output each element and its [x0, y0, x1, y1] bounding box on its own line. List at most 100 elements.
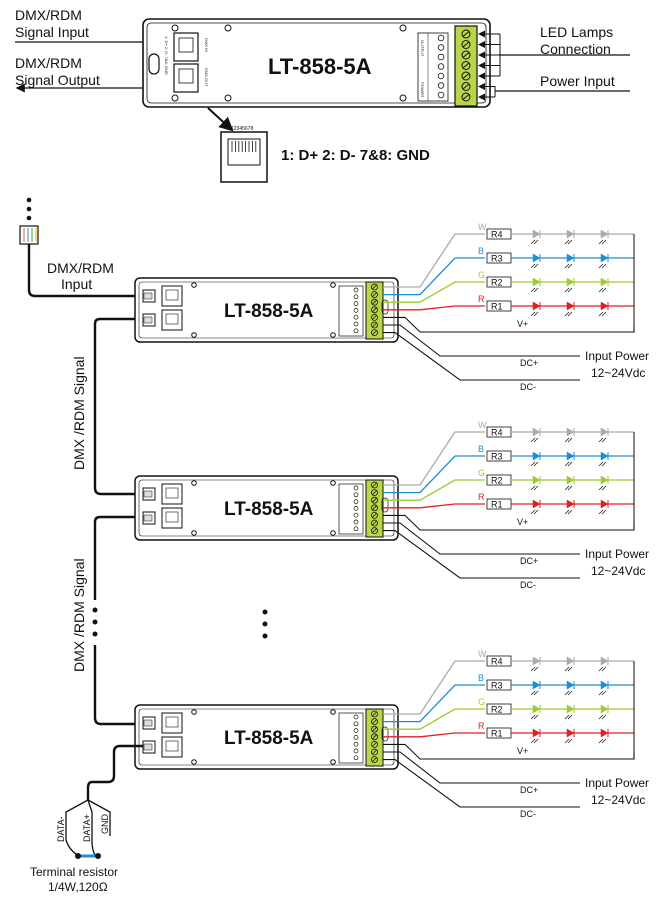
dmx-input-label-line1: DMX/RDM: [15, 7, 82, 23]
led: [532, 704, 541, 714]
led: [532, 229, 541, 239]
input-power-voltage: 12~24Vdc: [591, 366, 645, 380]
led: [532, 301, 541, 311]
vplus-label: V+: [517, 517, 528, 527]
rj45-port: [161, 285, 183, 307]
chain-label-2: DMX /RDM Signal: [71, 558, 87, 672]
channel-wire: [383, 708, 485, 730]
screw-hole: [399, 94, 407, 102]
resistor-label: R4: [491, 428, 503, 438]
resistor-label: R4: [491, 230, 503, 240]
dcminus-label: DC-: [520, 580, 536, 590]
dcplus-label: DC+: [520, 358, 538, 368]
channel-letter: G: [478, 270, 485, 280]
led: [532, 475, 541, 485]
channel-wire: [383, 233, 485, 288]
rj45-port-in: [173, 32, 199, 62]
screw-hole: [224, 94, 232, 102]
channel-letter: W: [478, 222, 487, 232]
channel-letter: W: [478, 420, 487, 430]
led-label-line2: Connection: [540, 41, 611, 57]
device-model-title: LT-858-5A: [268, 54, 372, 79]
rj45-port: [161, 736, 183, 758]
mounting-slot: [148, 53, 160, 75]
channel-wire: [383, 431, 485, 486]
led: [566, 451, 575, 461]
channel-letter: R: [478, 294, 485, 304]
channel-wire: [383, 479, 485, 501]
chain-label-1: DMX /RDM Signal: [71, 356, 87, 470]
dmx-in-label-line2: Input: [61, 276, 92, 292]
led: [532, 277, 541, 287]
channel-wire: [383, 732, 485, 738]
vplus-label: V+: [517, 746, 528, 756]
terminal-wire-label-data-minus: DATA-: [56, 816, 66, 842]
led: [566, 253, 575, 263]
led: [600, 427, 609, 437]
terminal-wire-label-gnd: GND: [100, 814, 110, 835]
led: [566, 704, 575, 714]
channel-letter: B: [478, 246, 484, 256]
port-out-text: DMX OUT: [204, 68, 209, 87]
svg-text:12345678: 12345678: [231, 126, 253, 132]
resistor-label: R1: [491, 302, 503, 312]
channel-letter: R: [478, 721, 485, 731]
device-body: [142, 18, 491, 108]
screw-hole: [224, 24, 232, 32]
led: [600, 499, 609, 509]
resistor-label: R2: [491, 705, 503, 715]
led: [600, 656, 609, 666]
rj45-connector-face: [220, 131, 268, 183]
channel-wire: [383, 281, 485, 303]
rj45-port: [161, 483, 183, 505]
screw-hole: [399, 24, 407, 32]
input-power-voltage: 12~24Vdc: [591, 793, 645, 807]
led: [566, 475, 575, 485]
dmx-input-connector: DMX/RDM Input: [19, 197, 143, 298]
led: [600, 728, 609, 738]
input-power-voltage: 12~24Vdc: [591, 564, 645, 578]
led: [566, 680, 575, 690]
terminal-wire-label-data-plus: DATA+: [82, 814, 92, 842]
dmx-input-label-line2: Signal Input: [15, 24, 89, 40]
channel-letter: W: [478, 649, 487, 659]
dcplus-label: DC+: [520, 785, 538, 795]
controller-model-title: LT-858-5A: [224, 728, 314, 749]
port-in-text: DMX IN: [204, 38, 209, 52]
led: [532, 451, 541, 461]
channel-wire: [383, 305, 485, 311]
power-input-label: Power Input: [540, 73, 615, 89]
channel-letter: G: [478, 697, 485, 707]
channel-letter: B: [478, 673, 484, 683]
led: [566, 277, 575, 287]
dcminus-label: DC-: [520, 382, 536, 392]
resistor-label: R4: [491, 657, 503, 667]
led: [600, 680, 609, 690]
resistor-label: R3: [491, 254, 503, 264]
pinout-text: 1: D+ 2: D- 7&8: GND: [281, 147, 430, 164]
led: [566, 301, 575, 311]
terminal-resistor-label-line2: 1/4W,120Ω: [48, 880, 108, 894]
top-detail: DMX/RDM Signal Input DMX/RDM Signal Outp…: [15, 7, 630, 183]
terminal-resistor-label-line1: Terminal resistor: [30, 865, 118, 879]
led: [566, 229, 575, 239]
channel-wire: [383, 503, 485, 509]
led: [600, 301, 609, 311]
screw-hole: [171, 24, 179, 32]
rj45-port: [161, 507, 183, 529]
led: [600, 253, 609, 263]
channel-wire: [383, 660, 485, 715]
resistor-label: R2: [491, 278, 503, 288]
led: [532, 728, 541, 738]
dcminus-label: DC-: [520, 809, 536, 819]
rj45-port: [161, 309, 183, 331]
channel-wire: [383, 257, 485, 296]
led: [600, 277, 609, 287]
resistor-label: R1: [491, 500, 503, 510]
screw-hole: [171, 94, 179, 102]
rj45-port: [161, 712, 183, 734]
